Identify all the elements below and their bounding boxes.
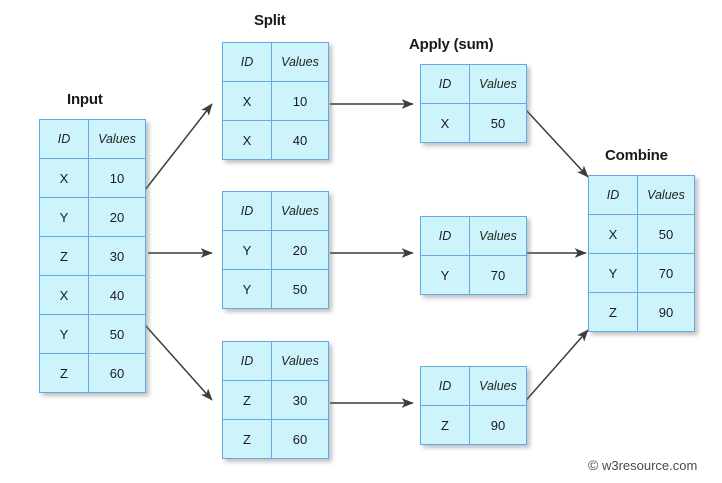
cell-id: Z (588, 292, 638, 332)
label-combine: Combine (605, 147, 668, 164)
header-cell-values: Values (271, 42, 329, 82)
table-row: Y 20 (222, 230, 329, 270)
cell-value: 60 (88, 353, 146, 393)
cell-id: X (588, 214, 638, 254)
header-cell-id: ID (420, 366, 470, 406)
header-cell-id: ID (222, 191, 272, 231)
arrow-input-to-split-3 (144, 324, 213, 401)
header-cell-id: ID (588, 175, 638, 215)
table-row: X 50 (588, 214, 695, 254)
cell-id: Z (420, 405, 470, 445)
table-row-header: ID Values (39, 119, 146, 159)
table-apply-2: ID Values Y 70 (420, 216, 527, 295)
cell-value: 20 (88, 197, 146, 237)
cell-value: 50 (271, 269, 329, 309)
table-row-header: ID Values (588, 175, 695, 215)
table-input: ID Values X 10 Y 20 Z 30 X 40 Y 50 (39, 119, 146, 393)
cell-value: 50 (637, 214, 695, 254)
cell-id: X (222, 120, 272, 160)
cell-value: 40 (271, 120, 329, 160)
cell-id: X (39, 158, 89, 198)
table-row: X 50 (420, 103, 527, 143)
table-row-header: ID Values (222, 341, 329, 381)
table-split-3: ID Values Z 30 Z 60 (222, 341, 329, 459)
table-row: Z 90 (420, 405, 527, 445)
cell-value: 70 (637, 253, 695, 293)
cell-id: X (420, 103, 470, 143)
watermark: © w3resource.com (588, 457, 697, 473)
cell-id: Z (39, 236, 89, 276)
table-row: Z 90 (588, 292, 695, 332)
cell-id: Y (420, 255, 470, 295)
table-row-header: ID Values (420, 366, 527, 406)
table-row-header: ID Values (222, 42, 329, 82)
cell-value: 50 (88, 314, 146, 354)
table-split-1: ID Values X 10 X 40 (222, 42, 329, 160)
table-combine: ID Values X 50 Y 70 Z 90 (588, 175, 695, 332)
cell-id: Z (222, 380, 272, 420)
cell-value: 90 (469, 405, 527, 445)
cell-value: 90 (637, 292, 695, 332)
header-cell-values: Values (469, 366, 527, 406)
arrow-input-to-split-1 (144, 103, 213, 191)
cell-id: X (39, 275, 89, 315)
cell-value: 70 (469, 255, 527, 295)
cell-value: 30 (271, 380, 329, 420)
copyright-icon: © (588, 457, 599, 473)
table-row-header: ID Values (222, 191, 329, 231)
cell-value: 10 (271, 81, 329, 121)
label-apply: Apply (sum) (409, 36, 494, 53)
cell-value: 40 (88, 275, 146, 315)
table-row: Y 70 (420, 255, 527, 295)
cell-id: Z (39, 353, 89, 393)
header-cell-values: Values (271, 191, 329, 231)
cell-id: X (222, 81, 272, 121)
cell-id: Y (222, 230, 272, 270)
header-cell-values: Values (271, 341, 329, 381)
table-row: Z 60 (39, 353, 146, 393)
header-cell-values: Values (469, 216, 527, 256)
cell-id: Y (39, 197, 89, 237)
table-apply-1: ID Values X 50 (420, 64, 527, 143)
table-row: Z 30 (39, 236, 146, 276)
table-row: Y 20 (39, 197, 146, 237)
table-row: X 40 (39, 275, 146, 315)
header-cell-values: Values (637, 175, 695, 215)
header-cell-id: ID (222, 42, 272, 82)
table-row: Y 50 (222, 269, 329, 309)
cell-value: 60 (271, 419, 329, 459)
label-input: Input (67, 91, 103, 108)
header-cell-values: Values (469, 64, 527, 104)
table-row: X 10 (39, 158, 146, 198)
table-row: Z 30 (222, 380, 329, 420)
table-row-header: ID Values (420, 64, 527, 104)
cell-id: Z (222, 419, 272, 459)
cell-id: Y (39, 314, 89, 354)
table-apply-3: ID Values Z 90 (420, 366, 527, 445)
table-row: X 40 (222, 120, 329, 160)
table-row: Y 50 (39, 314, 146, 354)
table-row: Z 60 (222, 419, 329, 459)
watermark-text: w3resource.com (601, 458, 698, 473)
label-split: Split (254, 12, 286, 29)
header-cell-id: ID (420, 64, 470, 104)
cell-id: Y (222, 269, 272, 309)
cell-id: Y (588, 253, 638, 293)
cell-value: 20 (271, 230, 329, 270)
table-row: Y 70 (588, 253, 695, 293)
header-cell-values: Values (88, 119, 146, 159)
header-cell-id: ID (420, 216, 470, 256)
cell-value: 30 (88, 236, 146, 276)
header-cell-id: ID (39, 119, 89, 159)
table-row: X 10 (222, 81, 329, 121)
cell-value: 50 (469, 103, 527, 143)
header-cell-id: ID (222, 341, 272, 381)
table-split-2: ID Values Y 20 Y 50 (222, 191, 329, 309)
table-row-header: ID Values (420, 216, 527, 256)
cell-value: 10 (88, 158, 146, 198)
